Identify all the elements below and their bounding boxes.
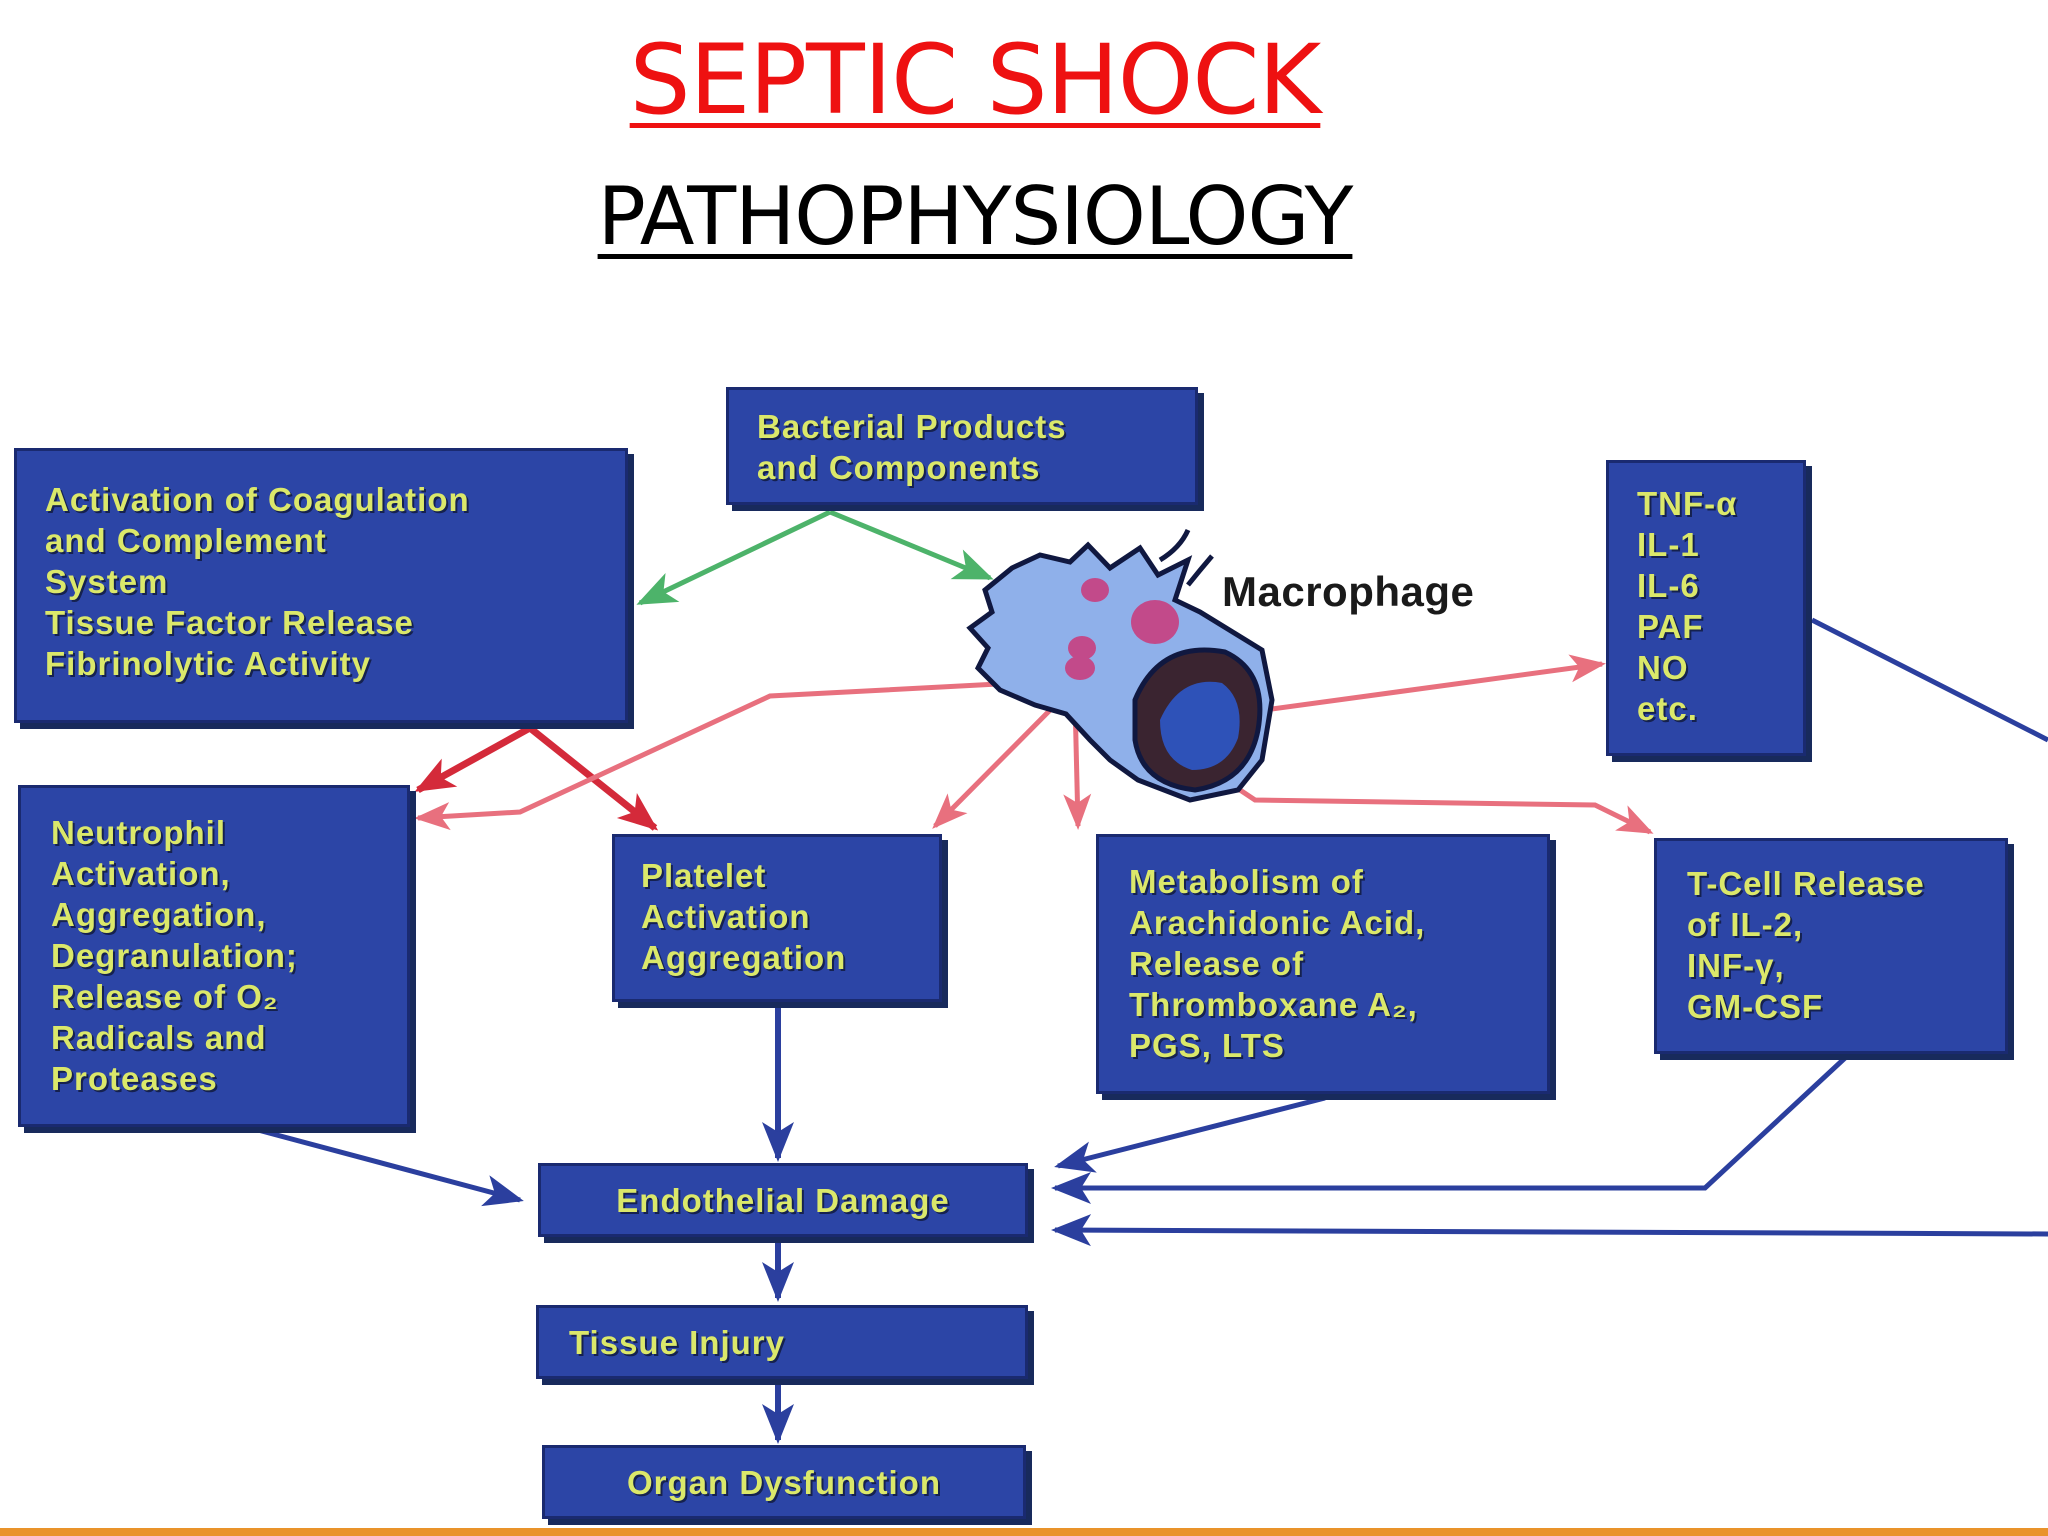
arachidonic-line-5: PGS, LTS xyxy=(1129,1027,1285,1064)
cytokine-no: NO xyxy=(1637,649,1689,686)
coagulation-line-2: and Complement xyxy=(45,522,327,559)
platelet-line-3: Aggregation xyxy=(641,939,847,976)
neutrophil-line-5: Release of O₂ xyxy=(51,978,279,1015)
neutrophil-line-6: Radicals and xyxy=(51,1019,267,1056)
box-bacterial-products: Bacterial Products and Components xyxy=(726,387,1198,505)
arrow-macrophage-to-platelet xyxy=(932,688,1072,829)
tcell-line-1: T-Cell Release xyxy=(1687,865,1925,902)
tcell-line-2: of IL-2, xyxy=(1687,906,1804,943)
arrow-coagulation-to-neutrophil xyxy=(414,724,532,794)
cytokine-tnf: TNF-α xyxy=(1637,485,1738,522)
cytokine-etc: etc. xyxy=(1637,690,1698,727)
arrow-macrophage-to-neutrophil xyxy=(414,677,1076,831)
page-title: SEPTIC SHOCK xyxy=(629,24,1322,136)
arrow-macrophage-to-cytokines xyxy=(1249,654,1606,715)
organ-label: Organ Dysfunction xyxy=(626,1463,942,1501)
box-platelet: Platelet Activation Aggregation xyxy=(612,834,942,1002)
endothelial-label: Endothelial Damage xyxy=(616,1181,950,1219)
neutrophil-line-2: Activation, xyxy=(51,855,231,892)
tissue-label: Tissue Injury xyxy=(569,1323,785,1361)
box-organ-dysfunction: Organ Dysfunction xyxy=(542,1445,1026,1519)
box-tcell: T-Cell Release of IL-2, INF-γ, GM-CSF xyxy=(1654,838,2008,1054)
page-subtitle: PATHOPHYSIOLOGY xyxy=(597,170,1354,263)
arrow-neutrophil-to-endothelial xyxy=(257,1127,524,1207)
arachidonic-line-2: Arachidonic Acid, xyxy=(1129,904,1426,941)
box-tissue-injury: Tissue Injury xyxy=(536,1305,1028,1379)
neutrophil-line-4: Degranulation; xyxy=(51,937,298,974)
box-neutrophil: Neutrophil Activation, Aggregation, Degr… xyxy=(18,785,410,1127)
neutrophil-line-7: Proteases xyxy=(51,1060,218,1097)
coagulation-line-1: Activation of Coagulation xyxy=(45,481,470,518)
bacterial-line-2: and Components xyxy=(757,449,1041,486)
tcell-line-3: INF-γ, xyxy=(1687,947,1785,984)
arachidonic-line-4: Thromboxane A₂, xyxy=(1129,986,1418,1023)
cytokine-il6: IL-6 xyxy=(1637,567,1700,604)
neutrophil-line-1: Neutrophil xyxy=(51,814,226,851)
arrow-cytokines-to-endothelial xyxy=(1055,617,2048,1234)
cytokine-il1: IL-1 xyxy=(1637,526,1700,563)
box-arachidonic: Metabolism of Arachidonic Acid, Release … xyxy=(1096,834,1550,1094)
arachidonic-line-1: Metabolism of xyxy=(1129,863,1364,900)
macrophage-label: Macrophage xyxy=(1222,568,1475,615)
footer-rule xyxy=(0,1528,2048,1536)
arrow-arachidonic-to-endothelial xyxy=(1054,1095,1326,1173)
neutrophil-line-3: Aggregation, xyxy=(51,896,267,933)
arrow-bacterial-to-coagulation xyxy=(636,509,832,606)
macrophage-icon xyxy=(966,528,1275,803)
platelet-line-1: Platelet xyxy=(641,857,767,894)
coagulation-line-5: Fibrinolytic Activity xyxy=(45,645,371,682)
coagulation-line-3: System xyxy=(45,563,169,600)
tcell-line-4: GM-CSF xyxy=(1687,988,1824,1025)
coagulation-line-4: Tissue Factor Release xyxy=(45,604,414,641)
arachidonic-line-3: Release of xyxy=(1129,945,1305,982)
bacterial-line-1: Bacterial Products xyxy=(757,408,1067,445)
arrow-tcell-to-endothelial xyxy=(1051,1056,1847,1204)
arrow-bacterial-to-macrophage xyxy=(829,509,994,581)
box-endothelial-damage: Endothelial Damage xyxy=(538,1163,1028,1237)
box-coagulation: Activation of Coagulation and Complement… xyxy=(14,448,628,723)
cytokine-paf: PAF xyxy=(1637,608,1704,645)
box-cytokines: TNF-α IL-1 IL-6 PAF NO etc. xyxy=(1606,460,1806,756)
platelet-line-2: Activation xyxy=(641,898,811,935)
